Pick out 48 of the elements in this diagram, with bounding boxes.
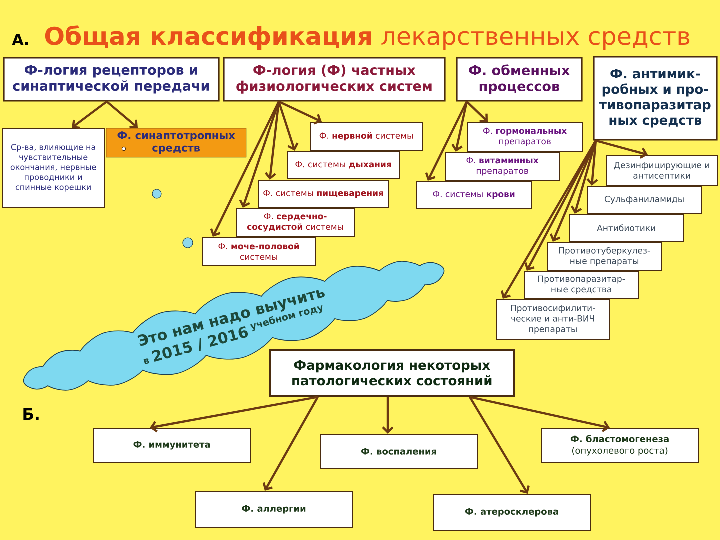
arrow (239, 101, 280, 208)
item-box: Ф. моче-половой системы (202, 237, 316, 266)
item-box: Ф. сердечно- сосудистой системы (236, 208, 356, 238)
arrow (469, 396, 530, 494)
arrow (571, 140, 598, 214)
item-box: Ф. гормональных препаратов (467, 122, 584, 152)
item-box: Ф. системы крови (416, 181, 532, 210)
arrow (106, 100, 138, 129)
item-box: Ф. витаминных препаратов (445, 152, 560, 182)
arrow (550, 140, 598, 242)
item-box: Ф. системы дыхания (287, 151, 400, 180)
item-box: Дезинфицирующие и антисептики (606, 155, 718, 186)
item-box: Ф. воспаления (320, 434, 478, 470)
arrow (425, 101, 468, 181)
arrow (150, 396, 318, 433)
item-box: Сульфаниламиды (587, 186, 702, 214)
item-box: Ф. бластомогенеза (опухолевого роста) (541, 428, 700, 464)
arrow (262, 396, 319, 491)
item-box: Ф. атеросклерова (433, 494, 592, 532)
item-box: Ф. системы пищеварения (258, 180, 390, 208)
item-box: Противотуберкулез- ные препараты (547, 242, 662, 272)
arrow (470, 396, 610, 432)
category-box: Фармакология некоторых патологических состояний (269, 348, 516, 398)
arrow (466, 101, 488, 122)
arrow (72, 100, 108, 130)
section-letter: Б. (24, 408, 39, 420)
arrow (586, 140, 598, 186)
item-box: Ф. иммунитета (93, 428, 252, 464)
item-box: Антибиотики (569, 214, 684, 242)
category-box: Ф. антимик- робных и про- тивопаразитар ных средств (593, 56, 718, 141)
item-box: Ф. аллергии (195, 491, 354, 528)
arrow (278, 100, 322, 125)
category-box: Ф-логия (Ф) частных физиологических систем (223, 57, 446, 102)
item-box: Ср-ва, влияющие на чувствительные окончания, нервные проводники и спинные корешки (2, 128, 106, 208)
arrow (264, 102, 280, 180)
arrow (210, 101, 280, 237)
item-box: Противосифилити- ческие и анти-ВИЧ препараты (496, 299, 610, 340)
item-box: Ф. нервной системы (310, 122, 424, 152)
arrow (452, 102, 468, 152)
category-box: Ф-логия рецепторов и синаптической передачи (3, 57, 220, 102)
item-box: Противопаразитар- ные средства (524, 271, 640, 300)
arrow (278, 101, 299, 151)
arrow (382, 397, 394, 434)
arrow (596, 140, 648, 160)
arrow (500, 140, 597, 299)
category-box: Ф. обменных процессов (456, 57, 583, 102)
category-box: Ф. синаптотропных средств (106, 128, 247, 158)
title: Общая классификация лекарственных средств (45, 26, 690, 50)
